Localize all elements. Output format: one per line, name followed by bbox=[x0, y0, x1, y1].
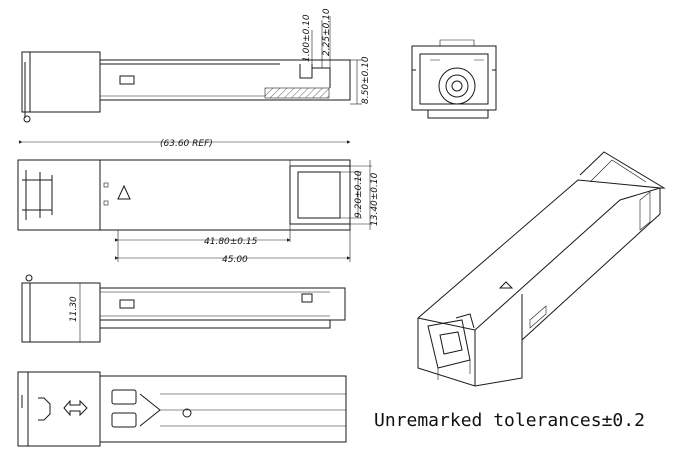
bottom-view bbox=[17, 371, 347, 447]
dim-top-height: 8.50±0.10 bbox=[361, 56, 371, 104]
dim-length-b: 45.00 bbox=[222, 255, 248, 265]
front-view bbox=[411, 39, 497, 119]
dim-top-width: 2.25±0.10 bbox=[322, 8, 332, 56]
dim-side-height: 11.30 bbox=[69, 296, 79, 322]
dim-overall-length: (63.60 REF) bbox=[160, 139, 213, 149]
isometric-view bbox=[417, 151, 666, 387]
dim-top-pitch: 1.00±0.10 bbox=[302, 14, 312, 62]
dim-length-a: 41.80±0.15 bbox=[204, 237, 258, 247]
tolerance-note: Unremarked tolerances±0.2 bbox=[374, 410, 645, 431]
dim-cage-width: 9.20±0.10 bbox=[354, 170, 364, 218]
side-view-top bbox=[21, 16, 362, 123]
dimension-labels: 1.00±0.10 2.25±0.10 8.50±0.10 (63.60 REF… bbox=[69, 8, 380, 322]
plan-view bbox=[17, 140, 372, 262]
side-view-bottom bbox=[21, 274, 346, 343]
dim-body-width: 13.40±0.10 bbox=[370, 172, 380, 226]
